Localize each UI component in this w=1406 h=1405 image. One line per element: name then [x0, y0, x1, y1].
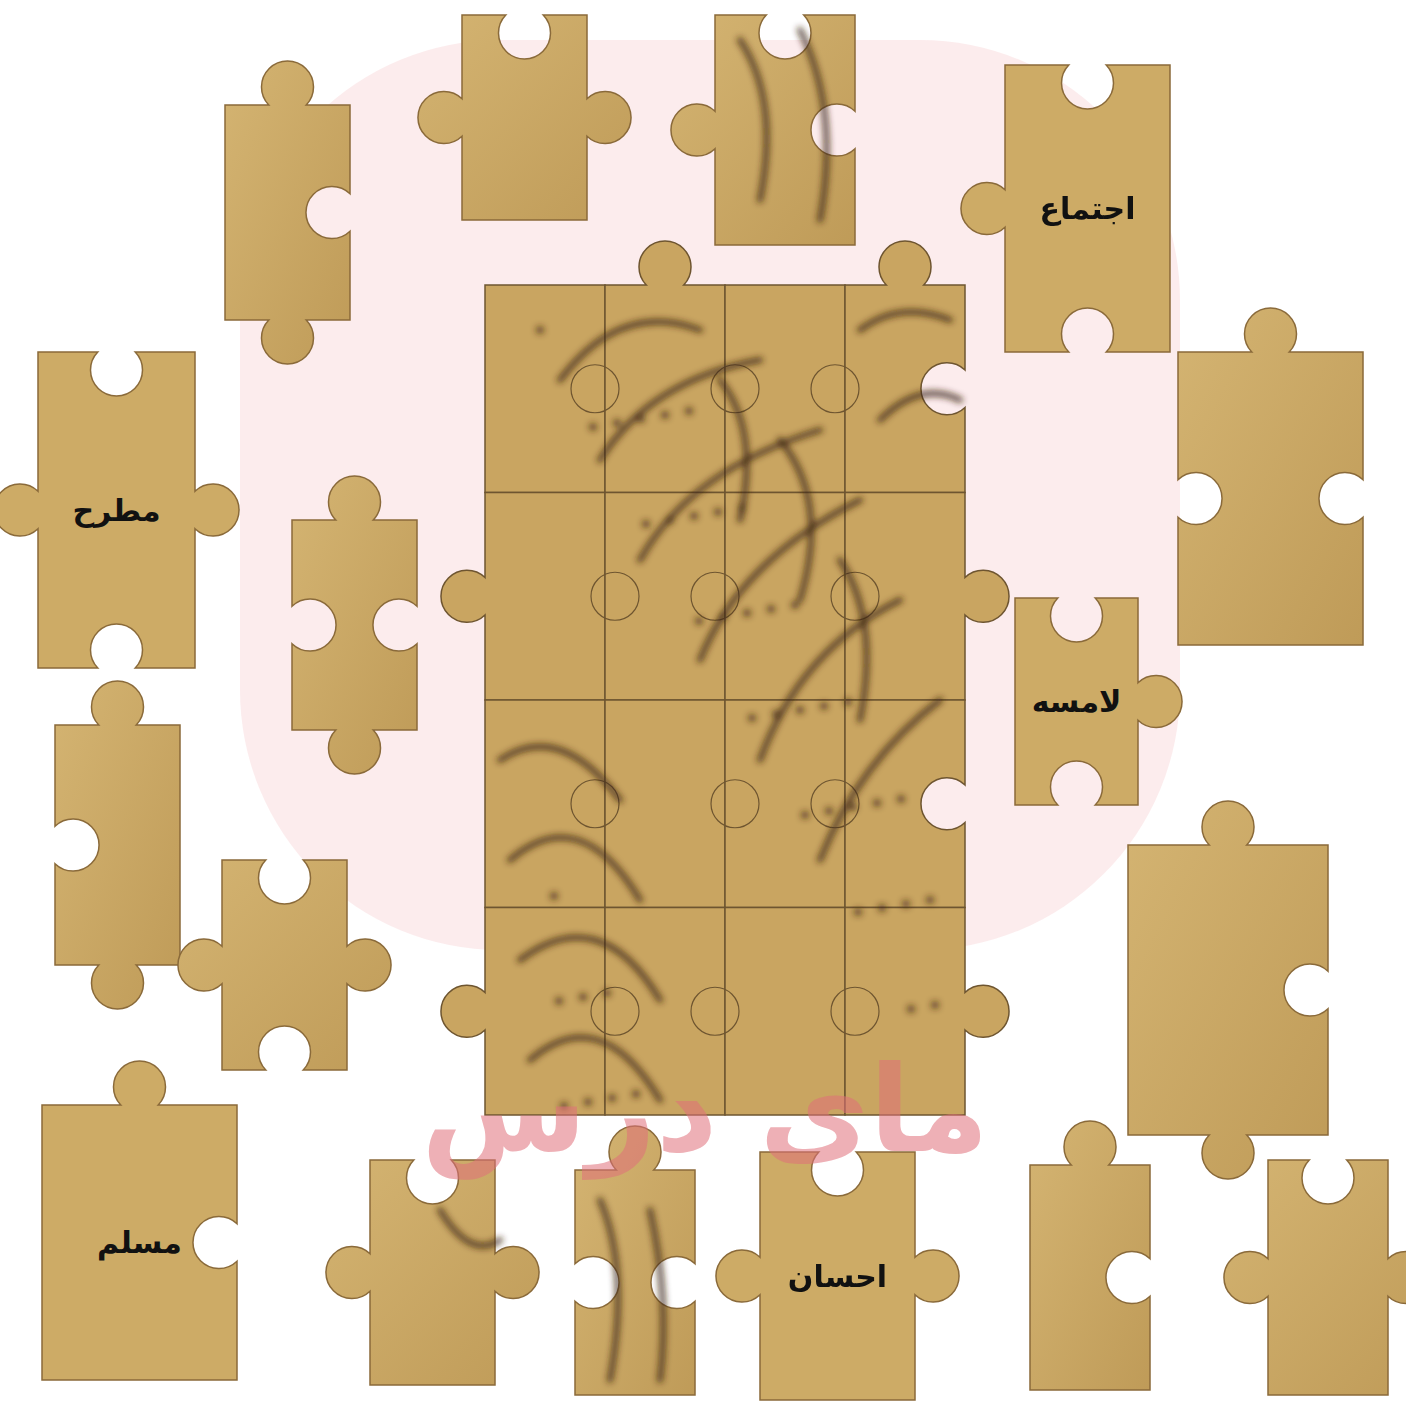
- calligraphy-dot: [844, 698, 852, 706]
- puzzle-piece: [485, 285, 605, 493]
- calligraphy-dot: [849, 803, 857, 811]
- puzzle-piece: [845, 241, 965, 493]
- calligraphy-dot: [738, 504, 746, 512]
- calligraphy-stroke: [510, 838, 640, 901]
- puzzle-piece: [178, 860, 391, 1070]
- calligraphy-stroke: [440, 1210, 500, 1246]
- puzzle-piece: [671, 15, 855, 245]
- puzzle-piece: [0, 352, 239, 668]
- puzzle-seam: [831, 987, 879, 1035]
- puzzle-seam: [811, 365, 859, 413]
- calligraphy-dot: [897, 795, 905, 803]
- puzzle-seam: [711, 780, 759, 828]
- calligraphy-stroke: [650, 1210, 663, 1380]
- calligraphy-stroke: [520, 938, 660, 1001]
- calligraphy-dot: [714, 508, 722, 516]
- piece-word: مطرح: [72, 493, 160, 528]
- calligraphy-dot: [613, 419, 621, 427]
- calligraphy-dot: [791, 601, 799, 609]
- puzzle-piece: [1015, 598, 1182, 805]
- calligraphy-dot: [743, 609, 751, 617]
- calligraphy-dot: [796, 706, 804, 714]
- puzzle-piece: [1128, 801, 1328, 1179]
- puzzle-piece: [485, 700, 605, 908]
- calligraphy-stroke: [740, 40, 767, 200]
- calligraphy-stroke: [820, 700, 940, 860]
- puzzle-piece: [225, 61, 350, 364]
- calligraphy-dot: [801, 811, 809, 819]
- puzzle-piece-word: مطرح: [38, 352, 195, 668]
- puzzle-seam: [691, 987, 739, 1035]
- puzzle-piece: [418, 15, 631, 220]
- puzzle-piece: [725, 493, 845, 701]
- calligraphy-stroke: [800, 30, 827, 220]
- puzzle-piece: [716, 1152, 959, 1400]
- calligraphy-stroke: [840, 560, 867, 720]
- calligraphy-dot: [536, 326, 544, 334]
- calligraphy-dot: [931, 1001, 939, 1009]
- puzzle-piece: [1224, 1160, 1406, 1395]
- calligraphy-dot: [637, 415, 645, 423]
- calligraphy-dot: [642, 520, 650, 528]
- calligraphy-stroke: [720, 380, 747, 520]
- calligraphy-stroke: [860, 312, 950, 330]
- calligraphy-dot: [579, 993, 587, 1001]
- puzzle-piece-word: مسلم: [42, 1105, 237, 1380]
- calligraphy-dot: [907, 1005, 915, 1013]
- calligraphy-dot: [902, 900, 910, 908]
- puzzle-seam: [591, 572, 639, 620]
- puzzle-piece-word: احسان: [760, 1152, 915, 1400]
- puzzle-piece: [441, 493, 605, 701]
- watermark-logo: [240, 40, 1180, 950]
- calligraphy-dot: [661, 411, 669, 419]
- calligraphy-stroke: [760, 600, 900, 760]
- puzzle-piece: [1030, 1121, 1150, 1390]
- calligraphy-dot: [767, 605, 775, 613]
- calligraphy-dot: [878, 904, 886, 912]
- puzzle-piece: [292, 476, 417, 774]
- calligraphy-stroke: [560, 322, 700, 380]
- calligraphy-dot: [690, 512, 698, 520]
- puzzle-piece-word: اجتماع: [1005, 65, 1170, 352]
- puzzle-piece: [55, 681, 180, 1009]
- puzzle-seam: [691, 572, 739, 620]
- calligraphy-dot: [719, 613, 727, 621]
- calligraphy-dot: [589, 423, 597, 431]
- calligraphy-stroke: [780, 440, 811, 600]
- calligraphy-dot: [772, 710, 780, 718]
- piece-word: احسان: [788, 1259, 887, 1294]
- calligraphy-stroke: [700, 500, 860, 660]
- piece-word: مسلم: [97, 1225, 182, 1260]
- calligraphy-stroke: [880, 393, 960, 420]
- calligraphy-dot: [603, 989, 611, 997]
- puzzle-piece: [326, 1160, 539, 1385]
- puzzle-piece: [605, 241, 725, 493]
- puzzle-piece-word: لامسه: [1015, 598, 1138, 805]
- puzzle-piece: [725, 700, 845, 908]
- calligraphy-dot: [873, 799, 881, 807]
- calligraphy-dot: [695, 617, 703, 625]
- piece-word: لامسه: [1032, 684, 1122, 719]
- calligraphy-dot: [854, 908, 862, 916]
- puzzle-piece: [961, 65, 1170, 352]
- puzzle-seam: [591, 987, 639, 1035]
- puzzle-piece: [42, 1061, 237, 1380]
- piece-word: اجتماع: [1039, 191, 1135, 226]
- calligraphy-dot: [685, 407, 693, 415]
- puzzle-piece: [845, 493, 1009, 701]
- calligraphy-dot: [926, 896, 934, 904]
- calligraphy-stroke: [500, 747, 620, 800]
- calligraphy-dot: [825, 807, 833, 815]
- calligraphy-dot: [666, 516, 674, 524]
- puzzle-seam: [571, 365, 619, 413]
- calligraphy-dot: [748, 714, 756, 722]
- calligraphy-dot: [550, 892, 558, 900]
- watermark-text: مای درس: [421, 1040, 988, 1179]
- puzzle-piece: [1178, 308, 1363, 645]
- calligraphy-dot: [555, 997, 563, 1005]
- calligraphy-dot: [820, 702, 828, 710]
- calligraphy-stroke: [600, 1200, 618, 1380]
